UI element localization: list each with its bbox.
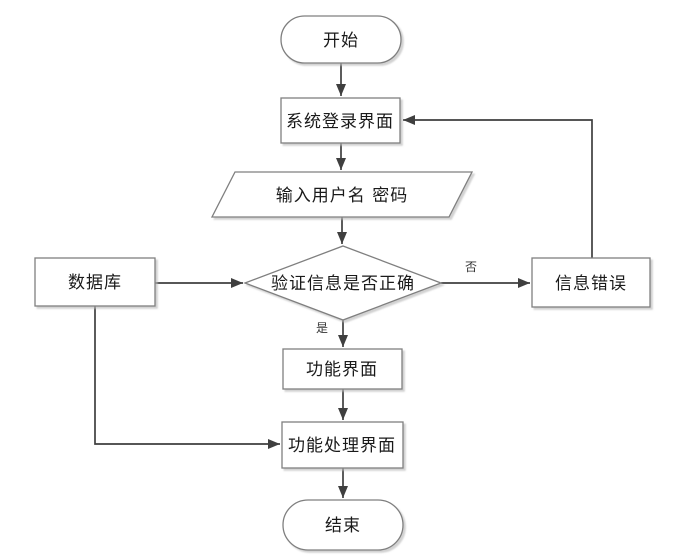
node-start-shape [280,15,402,64]
node-error-shape [531,257,651,308]
edge-label-yes: 是 [316,321,328,335]
node-process-label: 功能处理界面 [288,436,396,456]
node-database-shape [34,257,156,307]
node-input-shape [210,171,474,218]
edge-error-to-login-loop [403,115,593,258]
node-error-label: 信息错误 [555,274,627,294]
node-function-shape [282,348,403,390]
edges-layer [94,63,593,498]
edge-database-to-process [94,306,280,449]
node-end-label: 结束 [325,516,361,536]
node-start-label: 开始 [323,31,359,51]
nodes-layer: 开始 系统登录界面 输入用户名 密码 验证信息是否正确 数据库 信息错误 功能界… [34,15,651,551]
node-verify-shape [243,245,443,321]
node-process-shape [281,421,404,469]
node-verify-label: 验证信息是否正确 [271,274,415,294]
node-database-label: 数据库 [68,273,122,293]
node-input-label: 输入用户名 密码 [276,186,408,206]
node-login-label: 系统登录界面 [286,112,394,132]
node-function-label: 功能界面 [306,360,378,380]
node-end-shape [282,499,404,551]
edge-labels-layer: 是 否 [316,260,477,335]
node-login-shape [280,97,401,144]
edge-label-no: 否 [465,260,477,274]
